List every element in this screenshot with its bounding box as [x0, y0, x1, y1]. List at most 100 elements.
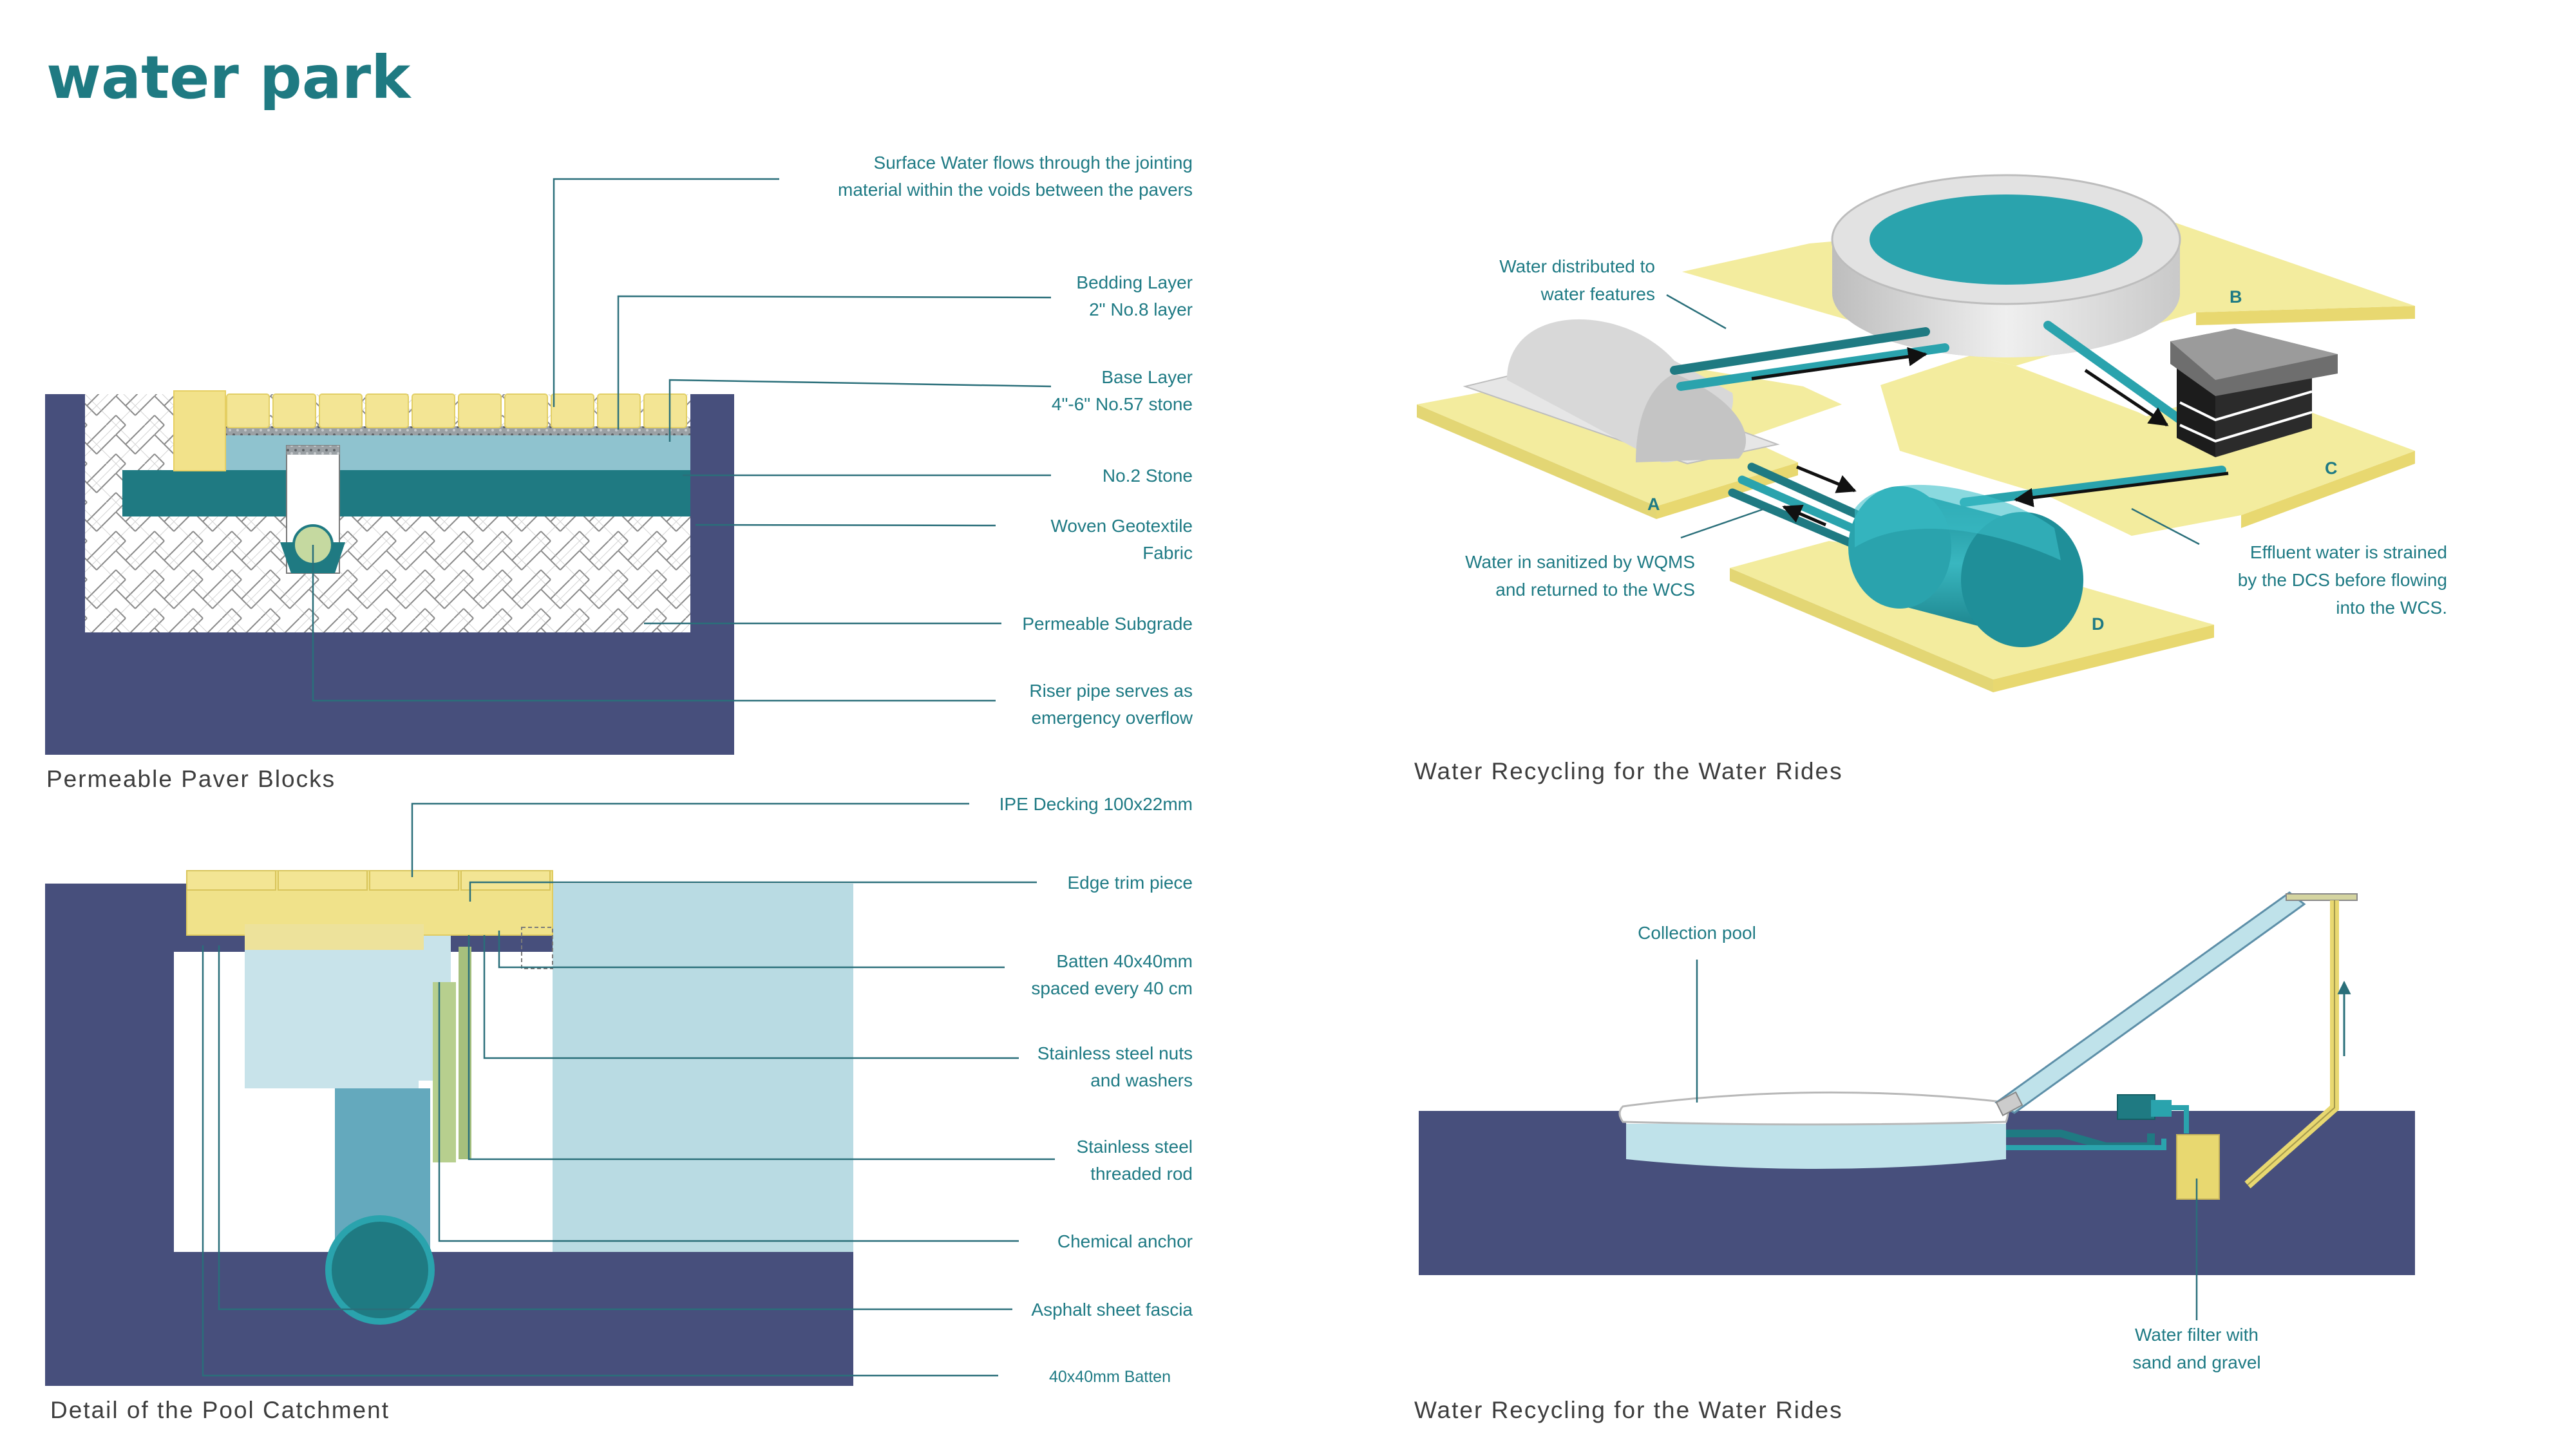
note-effluent-1: Effluent water is strained — [2250, 542, 2447, 562]
paver-note-bedding-1: Bedding Layer — [1076, 272, 1193, 292]
catchment-note-nuts-1: Stainless steel nuts — [1037, 1043, 1193, 1063]
paver-note-base-2: 4"-6" No.57 stone — [1052, 394, 1193, 414]
paver-block — [458, 393, 502, 428]
paver-note-surface-2: material within the voids between the pa… — [838, 180, 1193, 200]
pool-water — [553, 884, 853, 1252]
slide-platform — [2286, 893, 2358, 901]
platform-connector — [1880, 355, 2241, 536]
catchment-caption: Detail of the Pool Catchment — [50, 1397, 390, 1423]
decking-board — [186, 870, 276, 891]
recycling-section-diagram — [1419, 891, 2415, 1320]
catchment-note-anchor: Chemical anchor — [1057, 1231, 1193, 1251]
note-effluent-2: by the DCS before flowing — [2238, 570, 2447, 590]
paver-block — [226, 393, 270, 428]
catchment-note-edge: Edge trim piece — [1067, 873, 1193, 893]
anchor-bracket — [433, 982, 456, 1162]
collection-pool-water — [1626, 1122, 2006, 1169]
catchment-notes: IPE Decking 100x22mm Edge trim piece Bat… — [999, 794, 1193, 1386]
catchment-note-nuts-2: and washers — [1090, 1070, 1193, 1090]
paver-block — [272, 393, 316, 428]
paver-row — [226, 393, 687, 428]
bedding-layer — [219, 426, 690, 435]
catchment-note-batten-2: spaced every 40 cm — [1031, 978, 1193, 998]
catchment-note-rod-2: threaded rod — [1090, 1164, 1193, 1184]
paver-note-fabric-1: Woven Geotextile — [1051, 516, 1193, 536]
paver-note-surface-1: Surface Water flows through the jointing — [874, 153, 1193, 173]
catchment-note-decking: IPE Decking 100x22mm — [999, 794, 1193, 814]
paver-block — [643, 393, 687, 428]
note-distributed-1: Water distributed to — [1499, 256, 1655, 276]
recycling-iso-notes: Water distributed to water features Water… — [1465, 256, 2447, 618]
recycling-iso-caption: Water Recycling for the Water Rides — [1414, 758, 1843, 784]
label-a: A — [1647, 495, 1660, 514]
paver-note-base-1: Base Layer — [1101, 367, 1193, 387]
flow-arrows — [1751, 346, 2229, 527]
catchment-note-fascia: Asphalt sheet fascia — [1031, 1300, 1193, 1320]
recycling-section-notes: Collection pool Water filter with sand an… — [1638, 923, 2260, 1372]
label-b: B — [2230, 287, 2242, 307]
catchment-diagram — [45, 870, 853, 1386]
edge-trim — [521, 927, 553, 969]
paver-block — [319, 393, 363, 428]
note-distributed-2: water features — [1540, 284, 1655, 304]
dcs-box-c — [2170, 328, 2338, 457]
paver-block — [412, 393, 455, 428]
paver-note-riser-2: emergency overflow — [1031, 708, 1193, 728]
svg-text:Surface Water flows through th: Surface Water flows through the jointing… — [838, 153, 1193, 200]
note-effluent-3: into the WCS. — [2336, 598, 2447, 618]
paver-note-subgrade: Permeable Subgrade — [1022, 614, 1193, 634]
paver-leaders — [312, 178, 1052, 702]
label-c: C — [2325, 459, 2338, 478]
pool-b-water — [1870, 194, 2143, 285]
decking-boards — [186, 870, 551, 891]
recycling-iso-diagram: A B C D — [1417, 174, 2415, 692]
recycling-section-caption: Water Recycling for the Water Rides — [1414, 1397, 1843, 1423]
paver-note-stone: No.2 Stone — [1103, 466, 1193, 486]
no2-stone-layer — [122, 470, 690, 516]
water-slide — [1994, 891, 2306, 1114]
paver-notes: Surface Water flows through the jointing… — [838, 153, 1193, 728]
paver-block — [551, 393, 594, 428]
paver-block — [504, 393, 548, 428]
decking-board — [460, 870, 551, 891]
note-sanitized-1: Water in sanitized by WQMS — [1465, 552, 1695, 572]
note-sanitized-2: and returned to the WCS — [1495, 580, 1695, 600]
paver-caption: Permeable Paver Blocks — [46, 766, 336, 792]
wqms-tank-d — [1848, 484, 2083, 647]
sand-filter — [2176, 1134, 2220, 1200]
decking-board — [369, 870, 459, 891]
edge-restraint — [173, 390, 226, 471]
paver-diagram — [45, 390, 734, 755]
collection-pool-cover — [1618, 1091, 2010, 1126]
note-filter-2: sand and gravel — [2132, 1352, 2260, 1372]
pump — [2117, 1094, 2155, 1120]
riser-grate — [287, 446, 339, 455]
catchment-note-batten-1: Batten 40x40mm — [1056, 951, 1193, 971]
catchment-note-rod-1: Stainless steel — [1076, 1137, 1193, 1157]
paver-note-fabric-2: Fabric — [1142, 543, 1193, 563]
batten — [245, 924, 424, 950]
paver-note-bedding-2: 2" No.8 layer — [1089, 299, 1193, 319]
paver-note-riser-1: Riser pipe serves as — [1029, 681, 1193, 701]
label-d: D — [2092, 614, 2105, 634]
note-filter-1: Water filter with — [2135, 1325, 2259, 1345]
catchment-note-batten-small: 40x40mm Batten — [1049, 1368, 1171, 1386]
note-collection-pool: Collection pool — [1638, 923, 1756, 943]
decking-board — [278, 870, 368, 891]
catchment-pipe — [325, 1215, 435, 1325]
paver-block — [365, 393, 409, 428]
catchment-channel — [245, 934, 451, 1088]
page-title: water park — [46, 43, 412, 112]
